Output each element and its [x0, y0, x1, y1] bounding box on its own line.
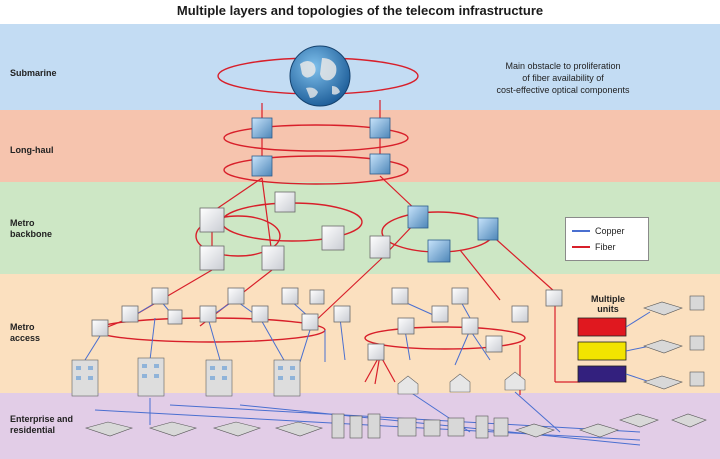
page-title: Multiple layers and topologies of the te… — [176, 3, 544, 18]
enterprise-devices — [84, 413, 707, 439]
label-submarine: Submarine — [10, 68, 57, 78]
long-haul-nodes — [251, 117, 391, 177]
unit-bar-purple — [577, 365, 627, 383]
unit-bar-red — [577, 317, 627, 337]
band-submarine — [0, 24, 720, 110]
obstacle-note: Main obstacle to proliferation of fiber … — [496, 61, 630, 95]
long-haul-ring-bottom — [223, 155, 409, 185]
unit-bar-yellow — [577, 341, 627, 361]
label-metro-access: Metro access — [10, 322, 41, 343]
fiber-swatch — [572, 246, 590, 248]
label-enterprise: Enterprise and residential — [10, 414, 74, 435]
metro-access-nodes — [91, 287, 563, 361]
legend-copper: Copper — [572, 226, 625, 236]
backbone-ring-left — [195, 215, 281, 257]
copper-swatch — [572, 230, 590, 232]
access-ring-right — [364, 326, 526, 350]
long-haul-ring-top — [223, 124, 409, 152]
label-metro-backbone: Metro backbone — [10, 218, 53, 239]
band-long-haul — [0, 110, 720, 182]
multiple-units-label: Multiple units — [591, 294, 625, 314]
multiple-units-bars — [577, 317, 627, 383]
unit-pc-icons — [643, 295, 705, 390]
globe-icon — [289, 45, 351, 107]
legend-copper-label: Copper — [595, 226, 625, 236]
legend-fiber: Fiber — [572, 242, 616, 252]
legend-box: Copper Fiber — [565, 217, 649, 261]
building-windows — [76, 364, 295, 380]
metro-backbone-nodes — [199, 191, 499, 271]
label-long-haul: Long-haul — [10, 145, 54, 155]
house-icons — [397, 371, 526, 395]
legend-fiber-label: Fiber — [595, 242, 616, 252]
